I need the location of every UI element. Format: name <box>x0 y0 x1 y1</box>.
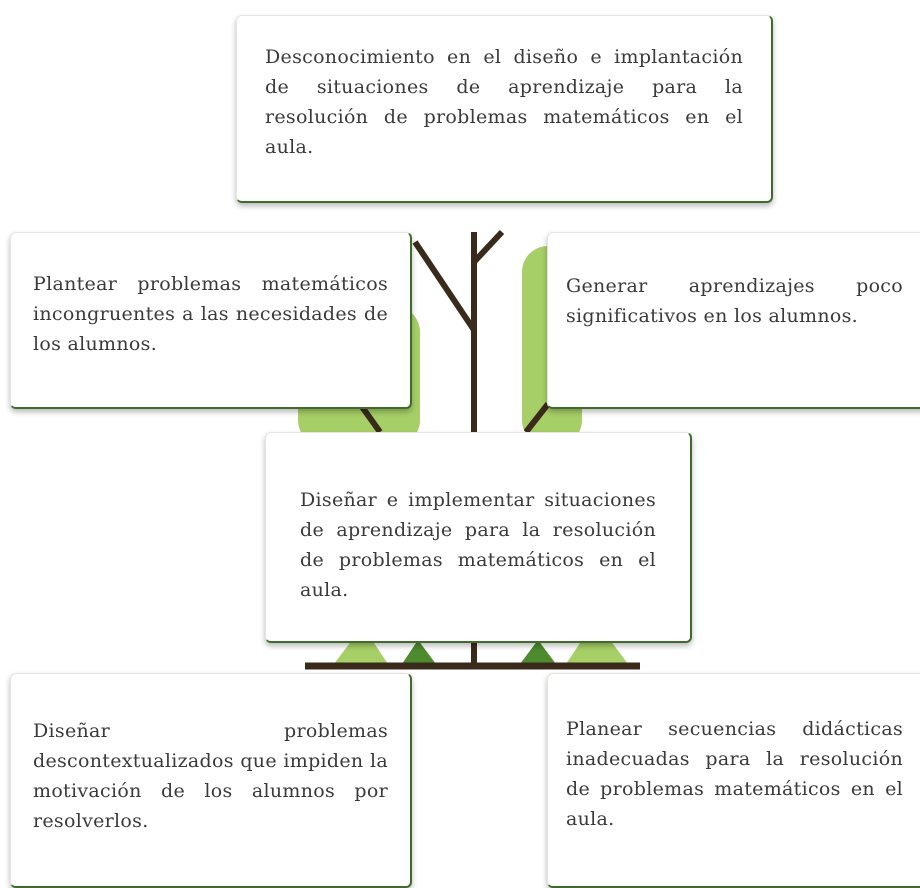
effect-text-2: Planear secuencias didácticas inadecuada… <box>566 718 903 830</box>
cause-text-2: Diseñar problemas descontextualizados qu… <box>33 720 388 832</box>
foliage-dark-right <box>520 640 556 664</box>
cause-box-1: Plantear problemas matemáticos incongrue… <box>10 232 412 409</box>
branch-low-right <box>523 402 551 434</box>
problem-text: Desconocimiento en el diseño e implantac… <box>265 46 743 158</box>
effect-box-1: Generar aprendizajes poco significativos… <box>547 232 920 409</box>
effect-box-2: Planear secuencias didácticas inadecuada… <box>547 673 920 888</box>
foliage-bottom-right <box>566 640 628 664</box>
foliage-dark-left <box>402 640 436 664</box>
problem-box: Desconocimiento en el diseño e implantac… <box>236 15 773 203</box>
cause-text-1: Plantear problemas matemáticos incongrue… <box>33 273 388 355</box>
goal-box: Diseñar e implementar situaciones de apr… <box>265 432 692 643</box>
effect-text-1: Generar aprendizajes poco significativos… <box>566 275 903 327</box>
branch-top-left <box>412 240 477 332</box>
cause-box-2: Diseñar problemas descontextualizados qu… <box>10 673 412 888</box>
foliage-bottom-left <box>334 640 388 664</box>
branch-top-right <box>471 229 505 265</box>
goal-text: Diseñar e implementar situaciones de apr… <box>300 489 656 601</box>
